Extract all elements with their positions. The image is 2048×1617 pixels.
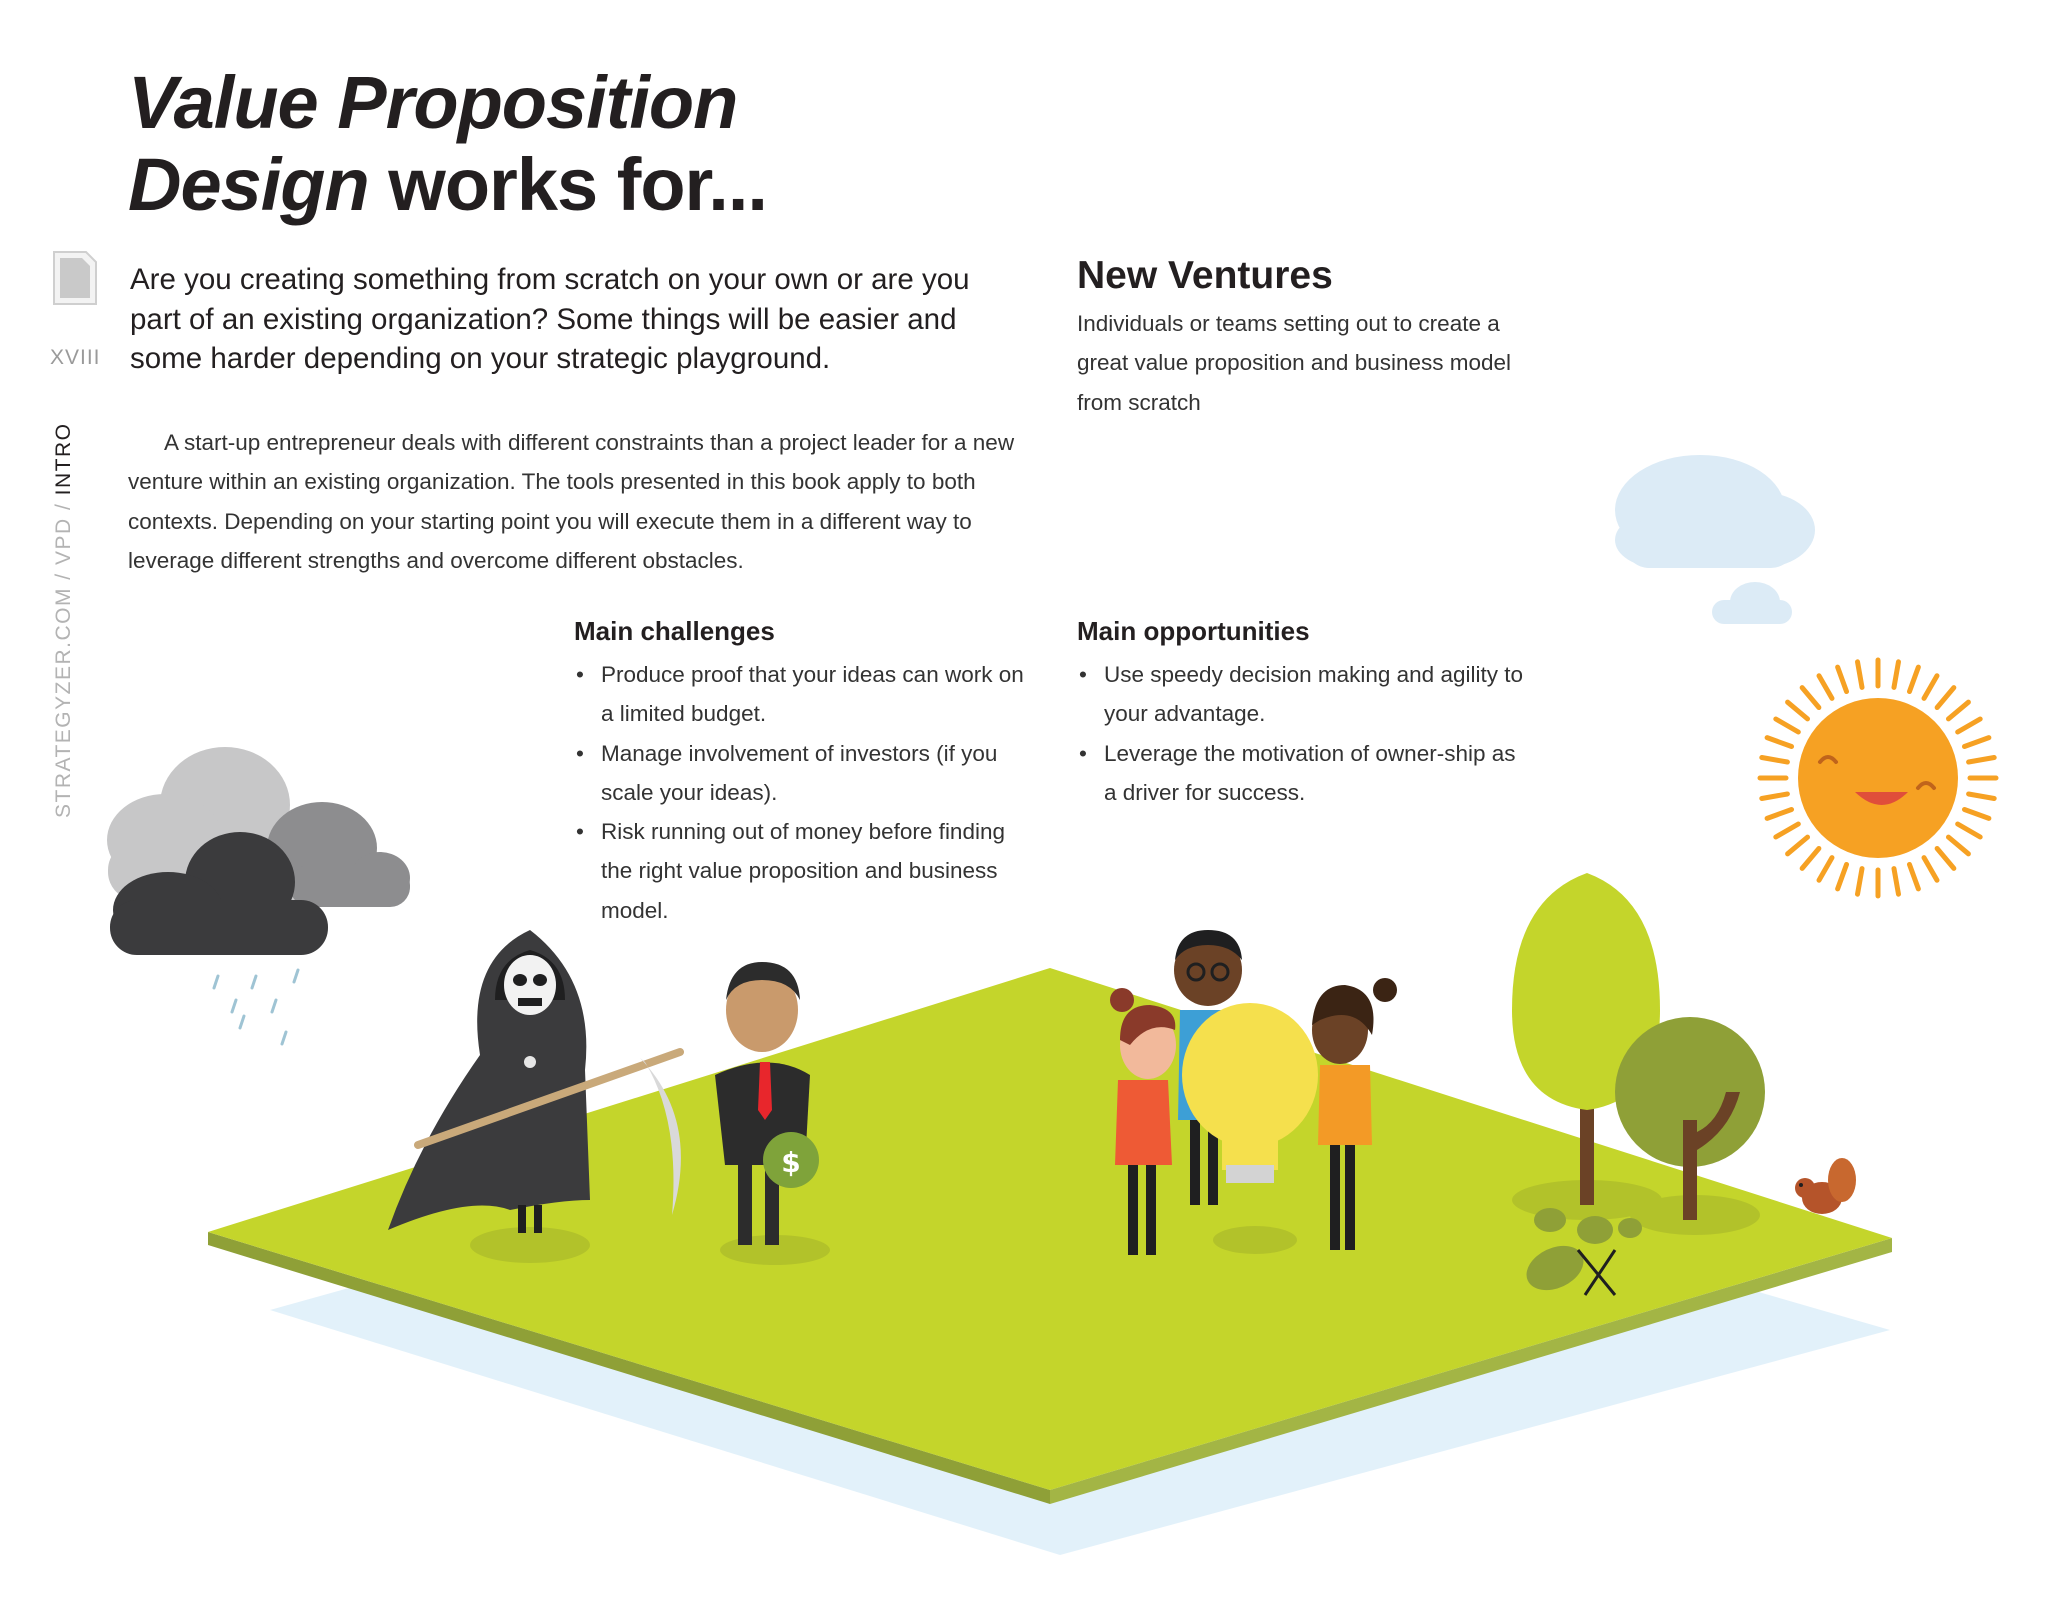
- intro-lead: Are you creating something from scratch …: [130, 263, 970, 375]
- team-lightbulb-icon: [1110, 930, 1397, 1255]
- sun-ray: [1934, 685, 1957, 711]
- sun-ray: [1955, 716, 1983, 735]
- new-ventures-description: Individuals or teams setting out to crea…: [1077, 311, 1512, 415]
- sun-ray: [1764, 806, 1795, 821]
- money-bag-symbol: $: [781, 1146, 800, 1179]
- sun-ray: [1934, 845, 1957, 871]
- sun-ray: [1835, 664, 1850, 695]
- squirrel-icon: [1795, 1158, 1856, 1214]
- list-item: Use speedy decision making and agility t…: [1077, 655, 1527, 734]
- sun-ray: [1891, 866, 1901, 897]
- opportunities-list: Use speedy decision making and agility t…: [1077, 655, 1527, 812]
- sun-ray: [1759, 791, 1790, 801]
- title-line-2-italic: Design: [128, 143, 370, 226]
- opportunities-heading: Main opportunities: [1077, 616, 1310, 646]
- page-icon: [53, 251, 97, 305]
- sun-ray: [1785, 699, 1811, 722]
- sun-ray: [1961, 806, 1992, 821]
- sun-ray: [1855, 659, 1865, 690]
- sun-ray: [1906, 861, 1921, 892]
- sun-ray: [1855, 866, 1865, 897]
- entrepreneur-icon: $: [715, 962, 830, 1265]
- list-item: Manage involvement of investors (if you …: [574, 734, 1024, 813]
- sun-ray: [1799, 685, 1822, 711]
- sun-ray: [1966, 755, 1997, 765]
- light-cloud-icon: [1615, 455, 1815, 624]
- tree-icon: [1512, 873, 1765, 1296]
- sun-icon: [1757, 657, 1999, 899]
- page-number: XVIII: [50, 346, 101, 369]
- list-item: Risk running out of money before finding…: [574, 812, 1024, 930]
- sun-ray: [1835, 861, 1850, 892]
- sun-ray: [1799, 845, 1822, 871]
- title-line-1: Value Proposition: [128, 61, 738, 144]
- sun-ray: [1816, 673, 1835, 701]
- intro-body: A start-up entrepreneur deals with diffe…: [128, 430, 1015, 573]
- sun-ray: [1764, 735, 1795, 750]
- list-item: Produce proof that your ideas can work o…: [574, 655, 1024, 734]
- new-ventures-heading: New Ventures: [1077, 254, 1333, 297]
- challenges-heading: Main challenges: [574, 616, 775, 646]
- sun-ray: [1966, 791, 1997, 801]
- sun-ray: [1773, 821, 1801, 840]
- sun-ray: [1906, 664, 1921, 695]
- sun-ray: [1945, 699, 1971, 722]
- grim-reaper-icon: [388, 930, 684, 1263]
- sun-ray: [1921, 855, 1940, 883]
- list-item: Leverage the motivation of owner-ship as…: [1077, 734, 1527, 813]
- challenges-list: Produce proof that your ideas can work o…: [574, 655, 1024, 930]
- title-line-2-rest: works for...: [368, 143, 768, 226]
- sun-ray: [1773, 716, 1801, 735]
- sun-ray: [1816, 855, 1835, 883]
- sun-ray: [1759, 755, 1790, 765]
- sun-ray: [1955, 821, 1983, 840]
- rain-cloud-icon: [107, 747, 410, 1046]
- sun-ray: [1961, 735, 1992, 750]
- page-title: Value Proposition Design works for...: [128, 61, 768, 226]
- sun-ray: [1945, 834, 1971, 857]
- sun-ray: [1921, 673, 1940, 701]
- sun-ray: [1891, 659, 1901, 690]
- sun-ray: [1785, 834, 1811, 857]
- grass-ground: [208, 968, 1892, 1504]
